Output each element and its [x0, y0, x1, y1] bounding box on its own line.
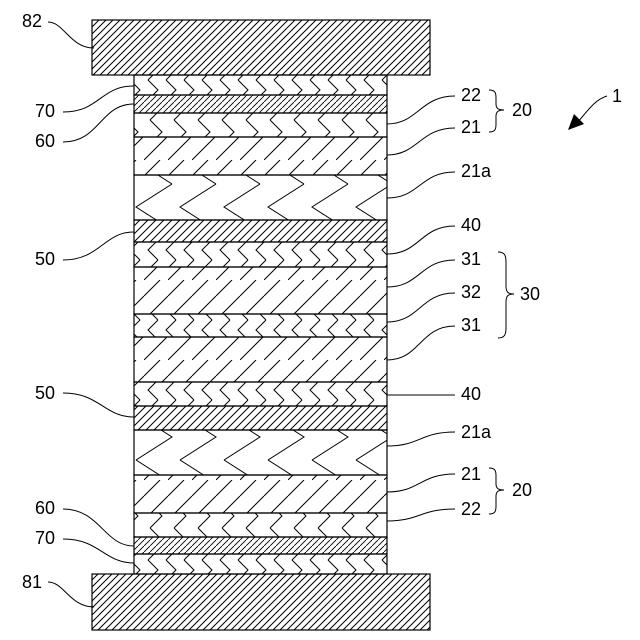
layer-70-top: [134, 75, 387, 95]
brace-20-top: [489, 90, 504, 132]
layer-21-bottom: [134, 475, 387, 513]
layer-21a-top: [134, 175, 387, 220]
leader-21a-top: [387, 172, 455, 198]
leader-82: [48, 22, 94, 48]
label-31-upper: 31: [461, 249, 481, 269]
label-figure-1: 1: [612, 86, 622, 106]
label-70-bottom: 70: [35, 528, 55, 548]
leader-22-top: [387, 96, 455, 124]
label-21a-bottom: 21a: [461, 422, 492, 442]
label-31-lower: 31: [461, 315, 481, 335]
label-20-bottom: 20: [512, 480, 532, 500]
layer-31-upper: [134, 267, 387, 314]
top-electrode-82: [92, 20, 430, 75]
brace-20-bottom: [489, 468, 504, 514]
bottom-electrode-81: [92, 574, 430, 630]
label-50-top: 50: [35, 249, 55, 269]
label-70-top: 70: [35, 101, 55, 121]
label-60-top: 60: [35, 131, 55, 151]
label-40-top: 40: [461, 215, 481, 235]
leader-21-top: [387, 128, 455, 155]
layer-22-bottom: [134, 513, 387, 537]
figure-arrow-1: [578, 96, 607, 122]
figure-arrowhead: [568, 114, 584, 130]
layer-70-bottom: [134, 554, 387, 574]
leader-81: [48, 582, 94, 607]
label-60-bottom: 60: [35, 498, 55, 518]
leader-21-bottom: [387, 474, 455, 492]
layer-stack: [134, 75, 387, 574]
label-22-top: 22: [461, 85, 481, 105]
label-21-top: 21: [461, 117, 481, 137]
label-21a-top: 21a: [461, 161, 492, 181]
leader-32: [387, 293, 455, 322]
layer-50-top: [134, 220, 387, 242]
label-30: 30: [520, 284, 540, 304]
leader-21a-bottom: [387, 432, 455, 446]
layer-50-bottom: [134, 406, 387, 430]
leader-70-bottom: [63, 539, 134, 563]
label-82: 82: [22, 11, 42, 31]
label-40-bottom: 40: [461, 384, 481, 404]
layer-21a-bottom: [134, 430, 387, 475]
label-81: 81: [22, 572, 42, 592]
leader-31-upper: [387, 260, 455, 287]
label-22-bottom: 22: [461, 499, 481, 519]
brace-30: [498, 252, 514, 338]
layer-60-top: [134, 95, 387, 113]
leader-50-bottom: [63, 393, 134, 417]
leader-31-lower: [387, 326, 455, 360]
leader-50-top: [63, 232, 134, 260]
layer-32: [134, 314, 387, 337]
leader-60-top: [63, 104, 134, 142]
layer-21-top: [134, 137, 387, 175]
layer-22-top: [134, 113, 387, 137]
layer-31-lower: [134, 337, 387, 382]
label-21-bottom: 21: [461, 464, 481, 484]
layer-40-top: [134, 242, 387, 267]
layer-40-bottom: [134, 382, 387, 406]
layer-60-bottom: [134, 537, 387, 554]
leader-60-bottom: [63, 509, 134, 546]
leader-70-top: [63, 86, 134, 112]
leader-22-bottom: [387, 509, 455, 521]
leader-40-top: [387, 226, 455, 254]
label-50-bottom: 50: [35, 383, 55, 403]
label-32: 32: [461, 282, 481, 302]
label-20-top: 20: [512, 100, 532, 120]
